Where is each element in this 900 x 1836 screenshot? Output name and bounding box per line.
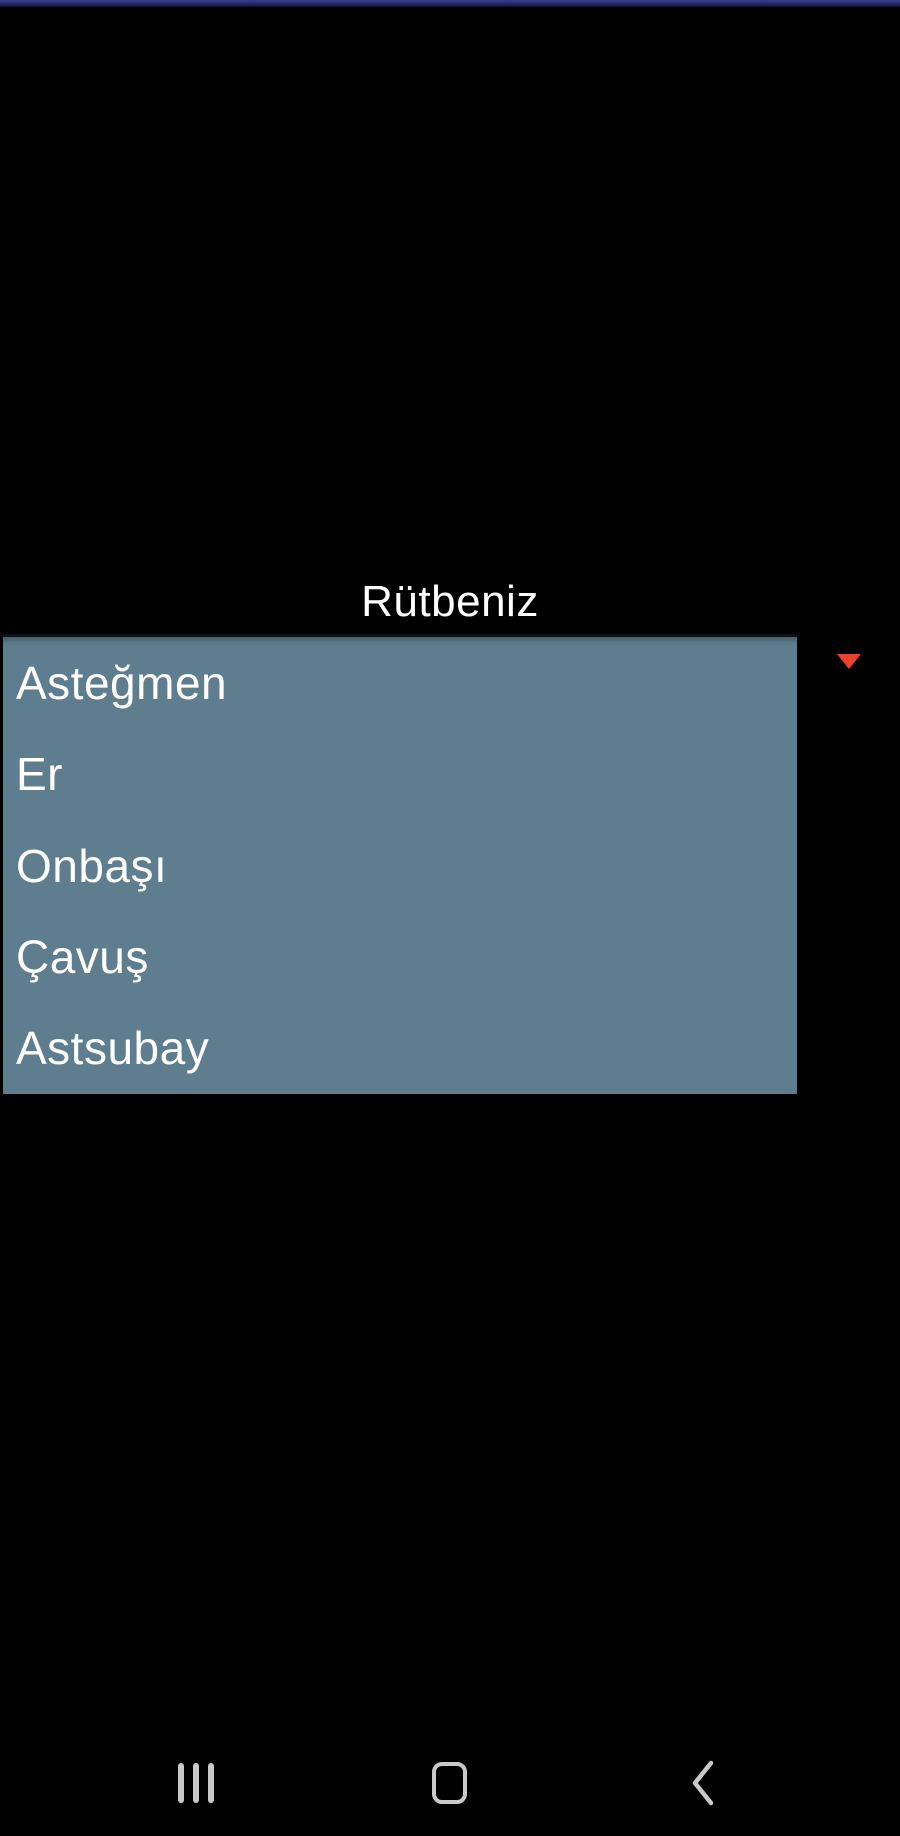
- dropdown-item-onbasi[interactable]: Onbaşı: [16, 839, 168, 892]
- home-icon: [431, 1762, 467, 1804]
- dropdown-item-er[interactable]: Er: [16, 748, 63, 801]
- dropdown-item-astegmen[interactable]: Asteğmen: [16, 656, 228, 709]
- status-bar: [0, 0, 900, 7]
- page-title: Rütbeniz: [361, 577, 539, 626]
- home-button[interactable]: [404, 1738, 494, 1828]
- back-icon: [692, 1760, 714, 1806]
- dropdown-item-cavus[interactable]: Çavuş: [16, 930, 149, 983]
- recents-button[interactable]: [151, 1738, 241, 1828]
- rank-dropdown-menu: Asteğmen Er Onbaşı Çavuş Astsubay: [3, 634, 797, 1094]
- dropdown-item-astsubay[interactable]: Astsubay: [16, 1022, 210, 1075]
- recents-icon: [178, 1763, 214, 1803]
- back-button[interactable]: [658, 1738, 748, 1828]
- dropdown-arrow-icon[interactable]: [837, 654, 861, 669]
- android-nav-bar: [0, 1700, 900, 1836]
